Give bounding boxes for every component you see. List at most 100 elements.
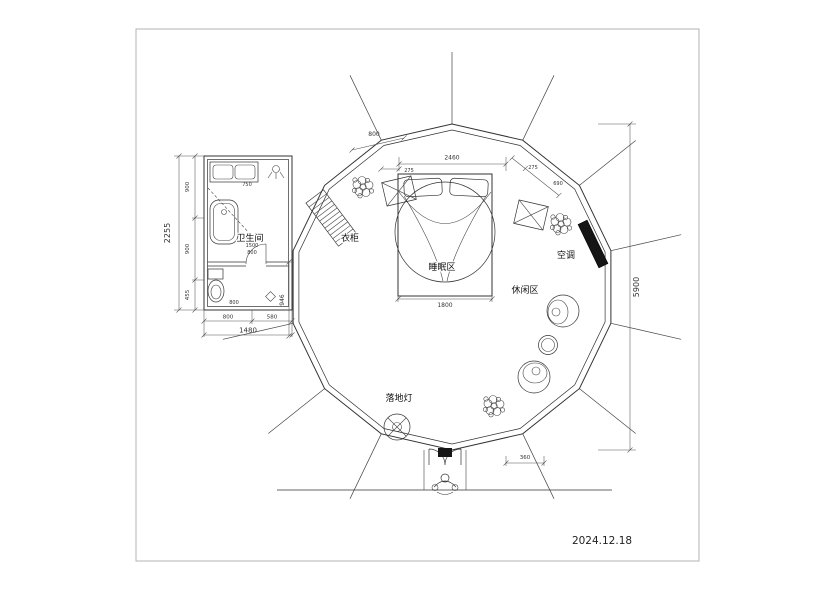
dim-text: 2460 [444, 155, 459, 162]
bathroom-door [245, 243, 267, 265]
dim-text: 690 [553, 181, 563, 187]
dim-text: 946 [279, 294, 286, 306]
dim-text: 800 [368, 131, 380, 138]
wardrobe-outline [305, 189, 357, 247]
plant-icon [482, 395, 506, 418]
ridge-line [522, 75, 555, 141]
chair-detail [531, 366, 541, 376]
wall-inner [298, 129, 606, 445]
dim-line-bed-width [395, 296, 495, 302]
round-chair [546, 294, 580, 328]
dim-line-left-chain [192, 153, 204, 313]
pillow [449, 177, 489, 198]
ridge-line [610, 322, 682, 340]
floor-lamp-symbol [383, 413, 411, 441]
bed-canopy-circle [394, 181, 496, 283]
wall-outer [292, 123, 612, 451]
dim-text: 455 [185, 289, 191, 300]
dim-text: 5900 [632, 277, 641, 297]
ridge-line [349, 75, 382, 141]
vanity-counter [209, 161, 259, 183]
nightstand-left [381, 175, 417, 207]
label-floor-lamp: 落地灯 [385, 392, 412, 404]
toilet-bowl [207, 279, 225, 303]
nightstand-outline [513, 199, 549, 231]
dim-text: 1480 [239, 327, 257, 335]
label-leisure-area: 休闲区 [511, 284, 538, 296]
shower-head-icon [272, 165, 280, 173]
side-table [538, 335, 558, 355]
dim-line-top-offset-left [378, 166, 402, 172]
ridge-line [610, 234, 682, 252]
room-walls [292, 123, 612, 451]
dim-line-left-total [174, 153, 204, 313]
pillow [403, 177, 443, 198]
wardrobe-shelf-hatching [308, 193, 354, 243]
dim-line-top-width [396, 157, 509, 171]
dim-line-top-edge [349, 135, 407, 153]
ac-body [577, 219, 609, 269]
person-arm [431, 484, 439, 491]
dim-line-bottom-total [201, 324, 295, 338]
chair-cushion [547, 299, 569, 325]
dim-text: 900 [185, 181, 191, 192]
ridge-line [268, 388, 325, 434]
air-conditioner-unit [577, 219, 609, 269]
toilet-bowl-inner [210, 284, 222, 300]
person-shoulders [433, 480, 457, 488]
sink-basin [212, 164, 234, 180]
chair-detail [551, 307, 561, 317]
dim-line-top-right-chain [509, 155, 562, 199]
label-bathroom: 卫生间 [236, 232, 263, 244]
bathtub [209, 199, 239, 245]
bathroom-wall-outer [203, 155, 293, 311]
shower-screen [207, 187, 251, 235]
blanket-fold-lines [403, 195, 487, 282]
dim-text: 750 [242, 182, 252, 188]
floor-drain-icon [265, 291, 276, 302]
dim-text: 800 [229, 300, 239, 306]
dim-text: 800 [223, 315, 234, 321]
entry [277, 448, 612, 495]
dim-text: 580 [267, 315, 278, 321]
dim-text: 900 [185, 243, 191, 254]
dim-line-bottom-chain [201, 310, 295, 324]
dim-text: 275 [528, 165, 538, 171]
bathroom-wall-inner [207, 159, 289, 307]
ridge-line [579, 140, 636, 186]
nightstand-outline [381, 175, 417, 207]
dim-line-bath-lower [285, 259, 292, 339]
sheet-border [135, 28, 700, 562]
shower-spray-icon [267, 171, 285, 179]
round-chair [517, 360, 551, 394]
entry-door-leaf [438, 448, 452, 457]
dim-text: 1500 [246, 243, 259, 249]
plant-icon [549, 213, 573, 236]
person-figure [431, 473, 459, 495]
bed [394, 173, 496, 297]
ridge-line [522, 433, 555, 499]
lamp-cross-icon [387, 417, 407, 437]
label-sleeping-area: 睡眠区 [428, 261, 455, 273]
ridge-line [222, 322, 294, 340]
bed-frame [397, 173, 493, 297]
person-head [440, 473, 450, 483]
room-labels: 卫生间 衣柜 睡眠区 休闲区 空调 落地灯 [235, 231, 576, 405]
bathroom-partition-wall [207, 261, 289, 267]
lamp-shade [383, 413, 411, 441]
cross-mark-icon [513, 199, 549, 231]
bathtub-inner [213, 203, 235, 241]
dim-text: 800 [247, 250, 257, 256]
toilet-tank [207, 268, 224, 280]
nightstand-right [513, 199, 549, 231]
dim-line-entry-width [503, 456, 547, 466]
ridge-line [579, 388, 636, 434]
ridge-line [349, 433, 382, 499]
dim-text: 2255 [163, 223, 172, 243]
lamp-pole [392, 422, 402, 432]
dim-line-right-total [598, 121, 636, 453]
side-table-top [541, 338, 555, 352]
dim-text: 275 [404, 168, 414, 174]
bathtub-drain-icon [221, 209, 227, 215]
